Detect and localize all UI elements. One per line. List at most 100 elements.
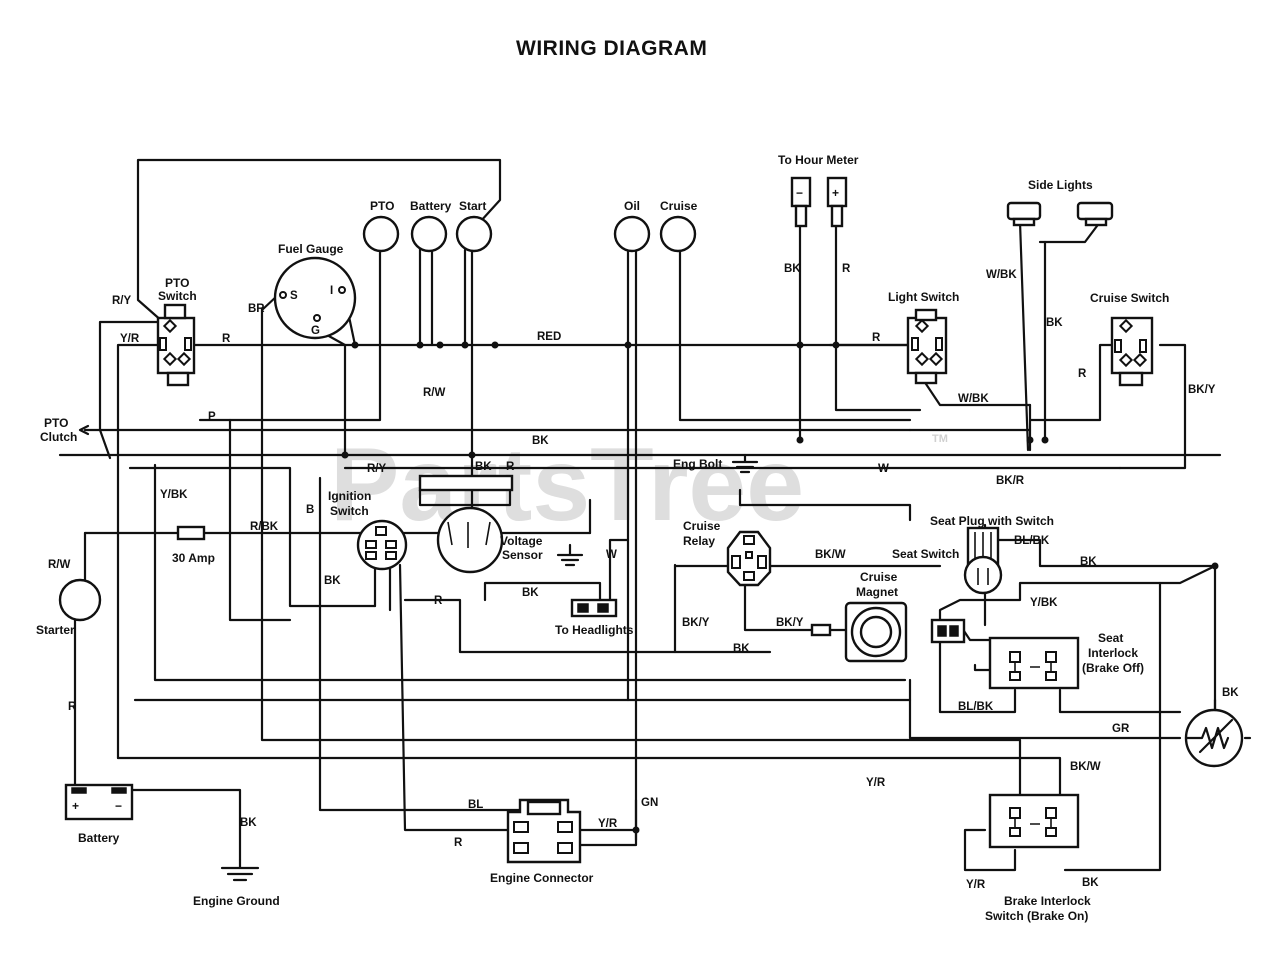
battery-label: Battery: [78, 831, 120, 845]
fuel-gauge-s: S: [290, 290, 298, 302]
wire-label: W: [606, 549, 617, 561]
wire-label: BK: [522, 587, 539, 599]
wire-label: BL: [468, 799, 483, 811]
battery-lamp: [410, 215, 448, 253]
pto-lamp-label: PTO: [370, 199, 394, 213]
wire-label: BK/W: [815, 549, 846, 561]
hour-meter-pos: +: [832, 186, 839, 200]
wire-label: BL/BK: [1014, 535, 1050, 547]
hour-meter-label: To Hour Meter: [778, 153, 859, 167]
engine-connector-label: Engine Connector: [490, 871, 594, 885]
wire-labels: R/Y Y/R R BR RED BK R W/BK BK R R W/BK B…: [48, 263, 1239, 891]
ignition-switch: Ignition Switch: [328, 489, 408, 571]
wire-label: Y/R: [598, 818, 618, 830]
wire-label: BK/W: [1070, 761, 1101, 773]
watermark: PartsTree: [330, 427, 804, 543]
seat-interlock-label-2: Interlock: [1088, 646, 1138, 660]
wire-label: Y/R: [966, 879, 986, 891]
fuel-gauge-label: Fuel Gauge: [278, 242, 344, 256]
cruise-relay-label-1: Cruise: [683, 519, 721, 533]
ignition-switch-label-1: Ignition: [328, 489, 371, 503]
wire-label: BK: [324, 575, 341, 587]
wire-label: Y/BK: [1030, 597, 1058, 609]
seat-interlock: Seat Interlock (Brake Off): [930, 618, 1144, 690]
cruise-lamp: [659, 215, 697, 253]
wire-label: R: [872, 332, 881, 344]
wire-label: R/W: [48, 559, 71, 571]
pto-clutch-label-1: PTO: [44, 416, 68, 430]
wire-label: R: [434, 595, 443, 607]
brake-interlock: Brake Interlock Switch (Brake On): [985, 793, 1091, 923]
pto-clutch-label-2: Clutch: [40, 430, 77, 444]
temperature-sender: [1184, 698, 1244, 768]
hour-meter-connectors: To Hour Meter − +: [778, 153, 859, 228]
cruise-magnet-label-1: Cruise: [860, 570, 898, 584]
wire-label: GR: [1112, 723, 1130, 735]
cruise-magnet-label-2: Magnet: [856, 585, 898, 599]
voltage-sensor-label-1: Voltage: [500, 534, 543, 548]
battery-pos: +: [72, 799, 79, 813]
wire-label: BK/Y: [682, 617, 710, 629]
engine-connector: Engine Connector: [490, 798, 594, 885]
wire-label: R: [506, 461, 515, 473]
voltage-sensor: Voltage Sensor: [418, 474, 584, 574]
wire-label: Y/R: [866, 777, 886, 789]
wire-label: Y/BK: [160, 489, 188, 501]
seat-switch-label: Seat Switch: [892, 547, 959, 561]
pto-clutch: PTO Clutch: [40, 416, 90, 444]
wire-label: R: [454, 837, 463, 849]
starter-label: Starter: [36, 623, 75, 637]
brake-interlock-label-2: Switch (Brake On): [985, 909, 1088, 923]
cruise-switch-label: Cruise Switch: [1090, 291, 1169, 305]
engine-ground: Engine Ground: [193, 858, 280, 908]
fuel-gauge: Fuel Gauge S I G: [273, 242, 357, 340]
fuel-gauge-i: I: [330, 285, 333, 297]
seat-interlock-label-3: (Brake Off): [1082, 661, 1144, 675]
wire-label: R/Y: [112, 295, 132, 307]
cruise-switch: Cruise Switch: [1090, 291, 1169, 387]
cruise-relay-label-2: Relay: [683, 534, 715, 548]
wire-label: BK/Y: [1188, 384, 1216, 396]
engine-ground-label: Engine Ground: [193, 894, 280, 908]
pto-switch-label-2: Switch: [158, 289, 197, 303]
oil-lamp-label: Oil: [624, 199, 640, 213]
wire-label: BK: [1046, 317, 1063, 329]
start-lamp: [455, 215, 493, 253]
wire-label: P: [208, 411, 216, 423]
wire-label: BK: [532, 435, 549, 447]
wire-label: BK: [733, 643, 750, 655]
start-lamp-label: Start: [459, 199, 486, 213]
eng-bolt-label: Eng Bolt: [673, 457, 722, 471]
wire-label: R: [68, 701, 77, 713]
wire-label: BK: [475, 461, 492, 473]
wire-label: R: [1078, 368, 1087, 380]
battery-neg: −: [115, 799, 122, 813]
fuse-label: 30 Amp: [172, 551, 215, 565]
light-switch: Light Switch: [888, 290, 959, 385]
side-lights: Side Lights: [1006, 178, 1114, 227]
wire-label: BK: [1080, 556, 1097, 568]
seat-interlock-label-1: Seat: [1098, 631, 1123, 645]
wire-label: R/Y: [367, 463, 387, 475]
wire-label: BK: [1222, 687, 1239, 699]
diagram-title: WIRING DIAGRAM: [516, 37, 707, 60]
headlight-label: To Headlights: [555, 623, 634, 637]
headlight-connector: To Headlights: [555, 598, 634, 637]
pto-switch-label-1: PTO: [165, 276, 189, 290]
wire-label: R: [842, 263, 851, 275]
wires: [58, 158, 1252, 872]
wire-label: RED: [537, 331, 561, 343]
wire-label: W/BK: [986, 269, 1017, 281]
wire-label: R: [222, 333, 231, 345]
junction-dots: [341, 341, 1219, 834]
wire-label: BK/R: [996, 475, 1025, 487]
wire-label: W/BK: [958, 393, 989, 405]
wire-label: BK: [1082, 877, 1099, 889]
cruise-magnet: Cruise Magnet: [810, 570, 908, 663]
seat-plug-switch: Seat Plug with Switch Seat Switch: [892, 514, 1054, 595]
cruise-lamp-label: Cruise: [660, 199, 698, 213]
voltage-sensor-label-2: Sensor: [502, 548, 543, 562]
battery-lamp-label: Battery: [410, 199, 452, 213]
wire-label: BK/Y: [776, 617, 804, 629]
